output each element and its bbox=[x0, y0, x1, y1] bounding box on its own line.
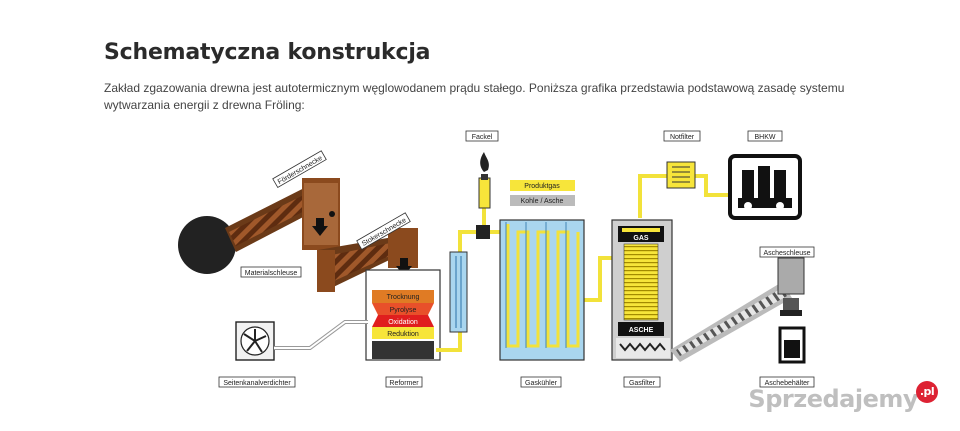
svg-text:Fackel: Fackel bbox=[472, 134, 493, 141]
label-bhkw: BHKW bbox=[747, 130, 783, 142]
legend-produktgas: Produktgas bbox=[524, 183, 560, 190]
zone-reduktion: Reduktion bbox=[387, 331, 419, 338]
fackel-torch bbox=[476, 152, 491, 239]
svg-text:Reformer: Reformer bbox=[389, 380, 419, 387]
reformer-unit: Trocknung Pyrolyse Oxidation Reduktion bbox=[365, 269, 441, 361]
watermark-logo: Sprzedajemy.pl bbox=[748, 381, 938, 413]
gaskuehler-unit bbox=[499, 219, 585, 361]
svg-text:Gasfilter: Gasfilter bbox=[629, 380, 656, 387]
svg-text:Materialschleuse: Materialschleuse bbox=[245, 270, 298, 277]
label-reformer: Reformer bbox=[385, 376, 423, 388]
label-gasfilter: Gasfilter bbox=[623, 376, 661, 388]
zone-pyrolyse: Pyrolyse bbox=[390, 307, 417, 314]
watermark-pl-badge: .pl bbox=[916, 381, 938, 403]
svg-text:Notfilter: Notfilter bbox=[670, 134, 695, 141]
label-seitenkanalverdichter: Seitenkanalverdichter bbox=[218, 376, 296, 388]
label-aschebehaelter: Aschebehälter bbox=[759, 376, 815, 388]
label-gaskuehler: Gaskühler bbox=[520, 376, 562, 388]
pre-cooler bbox=[449, 251, 468, 333]
legend-kohle-asche: Kohle / Asche bbox=[521, 198, 564, 205]
label-materialschleuse: Materialschleuse bbox=[240, 266, 302, 278]
stokerschnecke-conveyor bbox=[317, 228, 418, 292]
seitenkanalverdichter-fan bbox=[235, 321, 275, 361]
bhkw-engine bbox=[728, 154, 802, 220]
foerderschnecke-conveyor bbox=[225, 178, 340, 259]
materialschleuse-drum bbox=[178, 216, 236, 274]
zone-trocknung: Trocknung bbox=[387, 294, 420, 301]
legend: Produktgas Kohle / Asche bbox=[510, 180, 575, 206]
zone-oxidation: Oxidation bbox=[388, 319, 418, 326]
aschebehaelter-bin bbox=[778, 326, 806, 364]
page-title: Schematyczna konstrukcja bbox=[104, 40, 431, 65]
label-fackel: Fackel bbox=[465, 130, 499, 142]
intro-paragraph: Zakład zgazowania drewna jest autotermic… bbox=[104, 81, 845, 112]
svg-text:Gaskühler: Gaskühler bbox=[525, 380, 558, 387]
filter-asche-label: ASCHE bbox=[629, 327, 654, 334]
svg-text:Ascheschleuse: Ascheschleuse bbox=[763, 250, 810, 257]
label-ascheschleuse: Ascheschleuse bbox=[759, 246, 815, 258]
svg-text:BHKW: BHKW bbox=[755, 134, 776, 141]
svg-text:Aschebehälter: Aschebehälter bbox=[765, 380, 810, 387]
label-notfilter: Notfilter bbox=[663, 130, 701, 142]
notfilter-unit bbox=[666, 161, 696, 189]
gasfilter-unit: GAS ASCHE bbox=[611, 219, 673, 361]
svg-text:Seitenkanalverdichter: Seitenkanalverdichter bbox=[223, 380, 291, 387]
ascheschnecke-conveyor bbox=[670, 257, 805, 362]
filter-gas-label: GAS bbox=[633, 235, 649, 242]
